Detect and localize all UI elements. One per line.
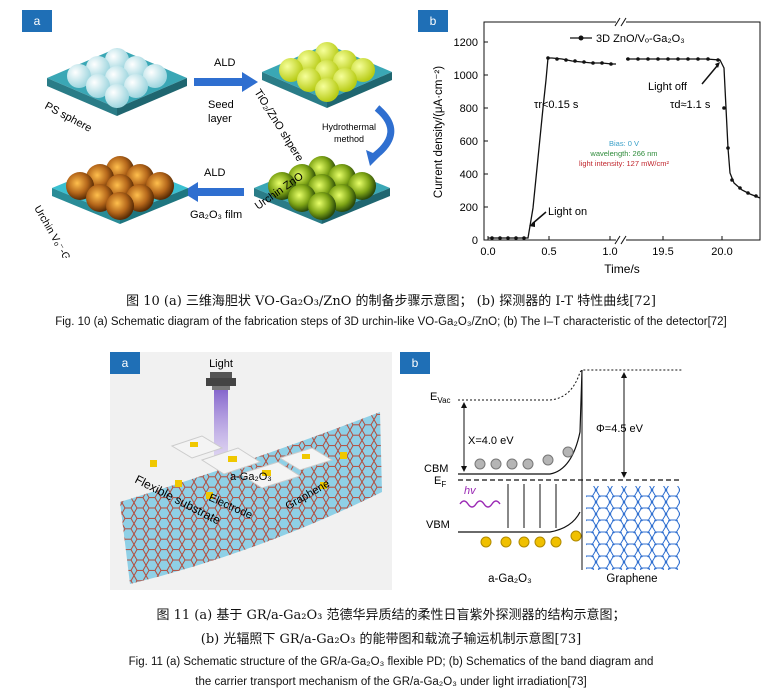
- info-intensity: light intensity: 127 mW/cm²: [579, 159, 670, 168]
- arrow2-label-2: method: [334, 134, 364, 144]
- fig10-panel-a: a PS sphere: [22, 8, 402, 302]
- fig11-caption-en-1: Fig. 11 (a) Schematic structure of the G…: [128, 656, 654, 668]
- label-evac: EVac: [430, 391, 451, 405]
- xtick-05: 0.5: [541, 246, 556, 258]
- fig11b-badge: b: [400, 352, 430, 374]
- arrow3-top-label: ALD: [204, 167, 225, 179]
- arrow1-bottom-label-2: layer: [208, 113, 232, 125]
- ytick-400: 400: [460, 169, 478, 181]
- ytick-600: 600: [460, 136, 478, 148]
- light-source: [206, 372, 236, 456]
- ytick-0: 0: [472, 235, 478, 247]
- label-tio2-zno: TiO₂/ZnO shpere: [251, 87, 305, 164]
- info-wavelength: wavelength: 266 nm: [589, 149, 657, 158]
- ytick-200: 200: [460, 202, 478, 214]
- axis-break-top: [614, 17, 627, 27]
- fig10-caption-cn: 图 10 (a) 三维海胆状 VO-Ga₂O₃/ZnO 的制备步骤示意图； (b…: [126, 294, 656, 309]
- legend-label: 3D ZnO/Vₒ-Ga₂O₃: [596, 33, 685, 45]
- electrodes: [150, 435, 347, 499]
- urchin-vo-plate: [52, 156, 188, 224]
- tio2-zno-plate: [262, 42, 392, 108]
- xtick-10: 1.0: [602, 246, 617, 258]
- arrow-hydrothermal: [369, 105, 395, 161]
- series-markers: [490, 56, 758, 240]
- fig10-caption-en: Fig. 10 (a) Schematic diagram of the fab…: [55, 316, 727, 328]
- label-phi: Φ=4.5 eV: [596, 423, 644, 435]
- fig11-caption-cn-2: (b) 光辐照下 GR/a-Ga₂O₃ 的能带图和载流子输运机制示意图[73]: [200, 632, 582, 647]
- fig10a-badge: a: [22, 10, 52, 32]
- fig10b-badge: b: [418, 10, 448, 32]
- series-right: [626, 58, 761, 199]
- ps-sphere-plate: [47, 48, 187, 116]
- label-a-ga2o3-band: a-Ga₂O₃: [488, 573, 532, 585]
- xtick-0: 0.0: [480, 246, 495, 258]
- arrow1-bottom-label: Seed: [208, 99, 234, 111]
- photon-wave: [459, 500, 501, 508]
- fig11a-schematic: Light a-Ga₂O₃ Electrode Graphene Flexibl…: [120, 358, 382, 584]
- ytick-1000: 1000: [454, 70, 478, 82]
- fig11a-badge: a: [110, 352, 140, 374]
- excitation-arrows: [507, 484, 557, 528]
- label-ps-sphere: PS sphere: [43, 100, 94, 135]
- band-diagram: EVac CBM EF VBM X=4.0 eV Φ=4.5 eV hv: [424, 369, 682, 585]
- fig11-caption-en-2: the carrier transport mechanism of the G…: [195, 676, 587, 688]
- plot-frame: [483, 21, 761, 241]
- fig11-panel-b: b EVac CBM EF VBM X=4.0 eV Φ=4.5 eV: [400, 352, 682, 590]
- x-ticks: 0.0 0.5 1.0 19.5 20.0: [480, 236, 733, 258]
- graphene-lattice: [586, 486, 680, 570]
- evac-line: [458, 369, 682, 401]
- holes: [480, 530, 582, 548]
- legend: 3D ZnO/Vₒ-Ga₂O₃: [570, 33, 685, 45]
- label-ef: EF: [434, 475, 446, 489]
- arrow-ald-seed: [194, 72, 258, 92]
- it-chart: 0 200 400 600 800 1000 1200 0.0 0.5 1.0 …: [433, 17, 761, 276]
- annotation-light-off: Light off: [648, 81, 688, 93]
- label-graphene-band: Graphene: [606, 573, 657, 585]
- label-cbm: CBM: [424, 463, 448, 475]
- electrons: [474, 446, 574, 470]
- label-hv: hv: [464, 485, 477, 497]
- label-light: Light: [209, 358, 233, 370]
- annotation-light-on: Light on: [548, 206, 587, 218]
- urchin-zno-plate: [254, 156, 390, 224]
- cbm-line: [458, 369, 583, 475]
- fig11-panel-a: a Light: [110, 352, 392, 590]
- fig10a-schematic: PS sphere ALD Seed layer TiO₂/ZnO shpere…: [31, 42, 395, 302]
- arrow-ald-ga2o3: [182, 182, 244, 202]
- vbm-line: [458, 511, 581, 533]
- label-vbm: VBM: [426, 519, 450, 531]
- arrow2-label: Hydrothermal: [322, 122, 376, 132]
- arrow3-bottom-label: Ga₂O₃ film: [190, 209, 242, 221]
- label-chi: X=4.0 eV: [468, 435, 514, 447]
- xtick-195: 19.5: [652, 246, 673, 258]
- x-axis-label: Time/s: [604, 262, 640, 276]
- info-bias: Bias: 0 V: [609, 139, 639, 148]
- fig11-caption-cn-1: 图 11 (a) 基于 GR/a-Ga₂O₃ 范德华异质结的柔性日盲紫外探测器的…: [156, 608, 626, 623]
- arrow1-top-label: ALD: [214, 57, 235, 69]
- axis-break-bottom: [614, 235, 627, 245]
- ytick-800: 800: [460, 103, 478, 115]
- xtick-200: 20.0: [711, 246, 732, 258]
- annotation-tau-d: τd≈1.1 s: [670, 99, 711, 111]
- label-urchin-vo: Urchin Vₒ⁻-Ga₂O₃/ZnO: [31, 204, 95, 259]
- annotation-tau-r: τr<0.15 s: [534, 99, 579, 111]
- label-a-ga2o3: a-Ga₂O₃: [230, 471, 272, 483]
- y-axis-label: Current density/(μA·cm⁻²): [433, 66, 445, 198]
- fig10-panel-b: b 0 200 400 600 800 1000 1200 0.0 0.5 1.…: [412, 8, 772, 278]
- ytick-1200: 1200: [454, 37, 478, 49]
- y-ticks: 0 200 400 600 800 1000 1200: [454, 37, 488, 247]
